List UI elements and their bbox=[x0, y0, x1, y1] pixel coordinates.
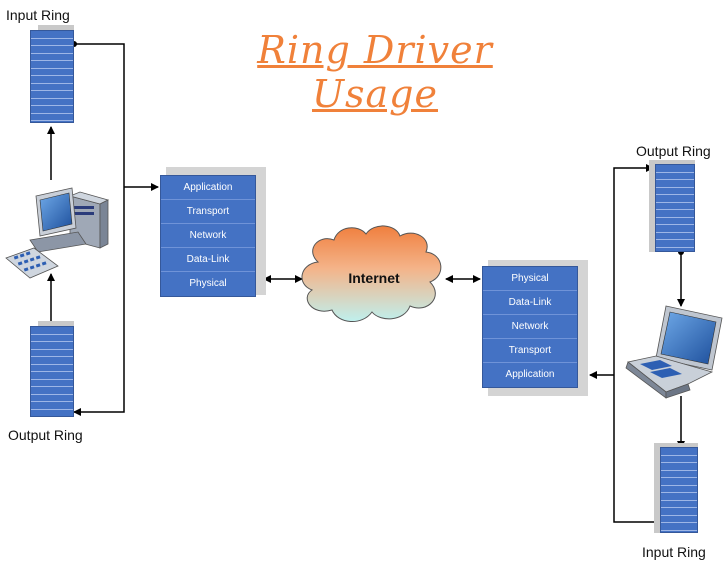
left-stack-layer: Application bbox=[161, 176, 255, 200]
laptop-icon bbox=[625, 305, 723, 399]
left-stack-layer: Data-Link bbox=[161, 248, 255, 272]
internet-label: Internet bbox=[348, 270, 400, 286]
right-input-ring-label: Input Ring bbox=[642, 544, 706, 560]
right-stack-layer: Application bbox=[505, 369, 555, 380]
left-input-ring-label: Input Ring bbox=[6, 7, 70, 23]
right-stack-layer: Network bbox=[483, 315, 577, 339]
left-output-ring-label: Output Ring bbox=[8, 427, 83, 443]
left-stack-layer: Transport bbox=[161, 200, 255, 224]
output-ring-to-computer-arrow bbox=[47, 273, 55, 328]
left-stack-layer: Physical bbox=[189, 278, 227, 289]
internet-cloud bbox=[301, 225, 442, 322]
left-stack-layer: Network bbox=[161, 224, 255, 248]
desktop-computer-icon bbox=[5, 187, 110, 279]
output-ring-to-laptop-arrow bbox=[677, 249, 685, 307]
right-stack-layer: Data-Link bbox=[483, 291, 577, 315]
right-stack-layer: Physical bbox=[483, 267, 577, 291]
right-stack-layer: Transport bbox=[483, 339, 577, 363]
diagram-title: Ring Driver Usage bbox=[257, 28, 493, 116]
right-output-ring-label: Output Ring bbox=[636, 143, 711, 159]
